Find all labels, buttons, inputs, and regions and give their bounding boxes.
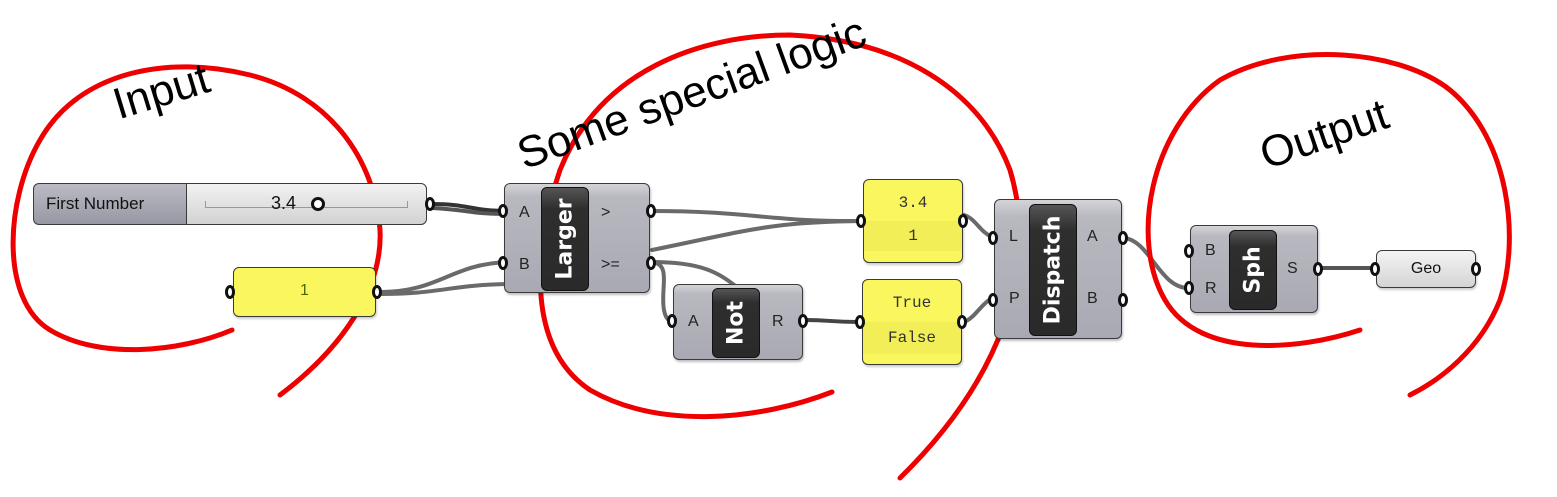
slider-value: 3.4 (271, 193, 297, 213)
not-a-grip[interactable] (667, 314, 677, 328)
dispatch-p-grip[interactable] (988, 293, 998, 307)
panel-list-row-0: 3.4 (898, 194, 928, 212)
larger-gte-grip[interactable] (646, 256, 656, 270)
larger-component[interactable]: A B Larger > >= (504, 183, 650, 293)
panel-bool[interactable]: True False (862, 279, 962, 365)
dispatch-input-p: P (1009, 290, 1020, 307)
larger-output-gte: >= (601, 256, 620, 273)
not-r-grip[interactable] (798, 314, 808, 328)
not-component[interactable]: A Not R (673, 284, 803, 360)
panel-constant[interactable]: 1 (233, 267, 376, 317)
dispatch-nickname-block: Dispatch (1029, 204, 1077, 336)
dispatch-b-grip[interactable] (1118, 293, 1128, 307)
panel-list-input-grip[interactable] (856, 214, 866, 228)
dispatch-l-grip[interactable] (988, 231, 998, 245)
slider-output-grip[interactable] (425, 197, 435, 211)
slider-track-area[interactable]: 3.4 (186, 183, 427, 225)
larger-gt-grip[interactable] (646, 204, 656, 218)
dispatch-output-b: B (1087, 290, 1098, 307)
panel-constant-value: 1 (300, 282, 309, 299)
sphere-input-b: B (1205, 242, 1216, 259)
panel-bool-output-grip[interactable] (957, 315, 967, 329)
panel-bool-row-1: False (863, 322, 961, 354)
wire-dispatch-a-to-sph-r (1122, 236, 1192, 291)
geo-input-grip[interactable] (1370, 262, 1380, 276)
slider-name-tab: First Number (33, 183, 186, 225)
geo-param[interactable]: Geo (1376, 250, 1476, 288)
dispatch-component[interactable]: L P Dispatch A B (994, 199, 1122, 339)
slider-handle[interactable] (311, 197, 325, 211)
geo-label: Geo (1410, 260, 1442, 277)
panel-constant-input-grip[interactable] (225, 285, 235, 299)
geo-output-grip[interactable] (1471, 262, 1481, 276)
sphere-nickname: Sph (1240, 246, 1266, 294)
larger-a-grip[interactable] (498, 204, 508, 218)
wire-panel-to-larger-b (378, 260, 510, 294)
larger-input-b: B (519, 256, 530, 273)
sphere-nickname-block: Sph (1229, 230, 1277, 310)
panel-list-output-grip[interactable] (958, 214, 968, 228)
panel-bool-row-0: True (892, 294, 932, 312)
not-output-r: R (772, 313, 784, 330)
number-slider[interactable]: First Number 3.4 (33, 183, 435, 225)
larger-nickname-block: Larger (541, 187, 589, 291)
dispatch-input-l: L (1009, 228, 1018, 245)
wire-not-to-bool (804, 318, 860, 324)
wire-larger-gt-to-list (650, 209, 864, 224)
panel-constant-output-grip[interactable] (372, 285, 382, 299)
larger-b-grip[interactable] (498, 256, 508, 270)
slider-name: First Number (46, 194, 145, 213)
larger-nickname: Larger (552, 198, 578, 280)
not-nickname-block: Not (712, 288, 760, 358)
not-nickname: Not (723, 300, 749, 346)
wire-panel-to-larger-c (378, 282, 510, 296)
sphere-output-s: S (1287, 260, 1298, 277)
dispatch-nickname: Dispatch (1040, 215, 1066, 325)
larger-output-gt: > (601, 204, 611, 221)
sphere-s-grip[interactable] (1313, 262, 1323, 276)
annotation-output-loop (1145, 52, 1512, 398)
slider-rail (205, 201, 408, 208)
larger-input-a: A (519, 204, 530, 221)
annotation-input-loop (10, 64, 383, 398)
sphere-b-grip[interactable] (1184, 244, 1194, 258)
panel-list-row-1: 1 (864, 221, 962, 251)
panel-bool-input-grip[interactable] (855, 315, 865, 329)
dispatch-output-a: A (1087, 228, 1098, 245)
wire-larger-gte-to-list (650, 219, 864, 252)
dispatch-a-grip[interactable] (1118, 231, 1128, 245)
wire-slider-to-larger-a (430, 202, 510, 213)
sphere-component[interactable]: B R Sph S (1190, 225, 1318, 313)
not-input-a: A (688, 313, 699, 330)
panel-list[interactable]: 3.4 1 (863, 179, 963, 263)
sphere-input-r: R (1205, 280, 1217, 297)
sphere-r-grip[interactable] (1184, 281, 1194, 295)
